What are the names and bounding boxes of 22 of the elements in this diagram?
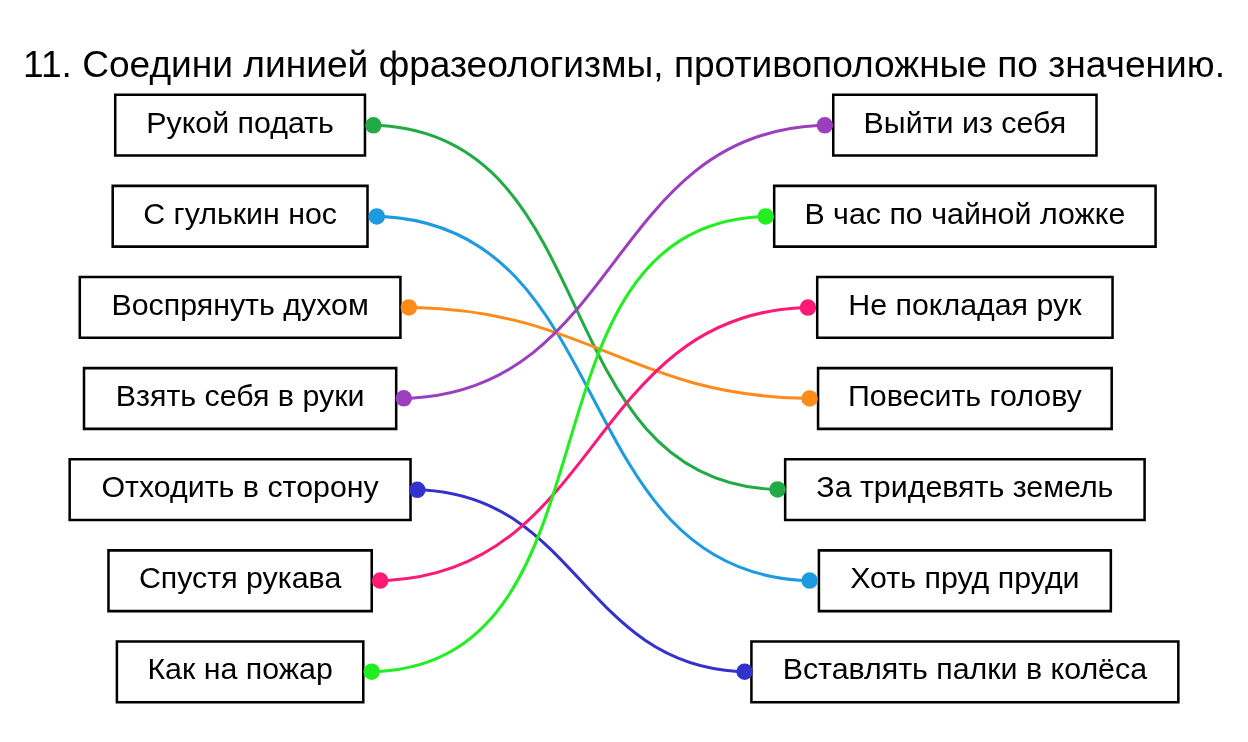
- node-box: Спустя рукава: [107, 548, 373, 612]
- connector: [400, 298, 818, 407]
- connector: [365, 116, 786, 498]
- node-box: С гулькин нос: [111, 184, 369, 248]
- connector: [395, 116, 834, 407]
- node-box: Не покладая рук: [815, 275, 1114, 339]
- node-box: В час по чайной ложке: [772, 184, 1157, 248]
- node-box: Отходить в сторону: [68, 457, 412, 521]
- node-box: Вставлять палки в колёса: [750, 639, 1180, 703]
- node-box: За тридевять земель: [783, 457, 1146, 521]
- node-box: Воспрянуть духом: [78, 275, 402, 339]
- connector: [409, 481, 753, 680]
- connector: [368, 207, 818, 589]
- node-box: Повесить голову: [816, 366, 1113, 430]
- node-box: Как на пожар: [115, 639, 365, 703]
- node-box: Выйти из себя: [832, 93, 1098, 157]
- node-box: Хоть пруд пруди: [817, 548, 1113, 612]
- connector: [363, 207, 774, 680]
- node-box: Взять себя в руки: [82, 366, 398, 430]
- node-box: Рукой подать: [113, 93, 367, 157]
- connector: [371, 298, 817, 589]
- diagram-title: 11. Соедини линией фразеологизмы, противоположные по значению.: [23, 42, 1225, 85]
